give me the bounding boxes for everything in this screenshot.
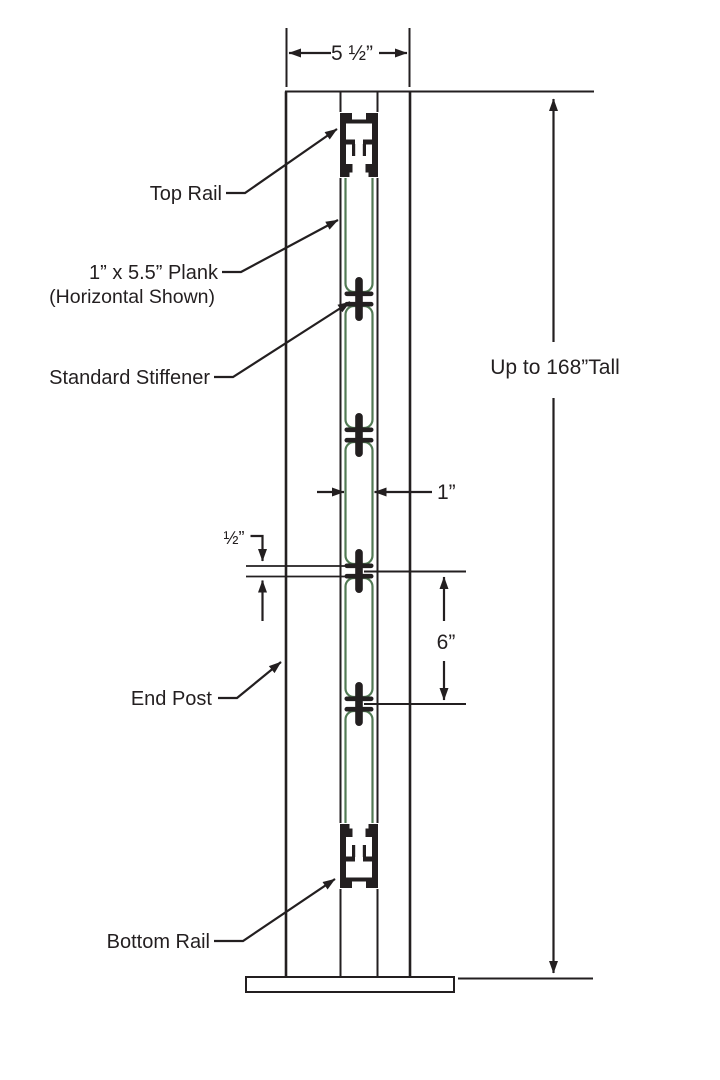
- plank-label-line2: (Horizontal Shown): [49, 286, 215, 308]
- top-rail-leader: [226, 128, 338, 195]
- stiffener-3: [344, 549, 374, 593]
- plank-label-line1: 1” x 5.5” Plank: [89, 262, 219, 284]
- bottom-rail-leader: [214, 878, 336, 943]
- top-rail-label: Top Rail: [150, 183, 222, 205]
- width-dimension-text: 5 ½”: [331, 42, 373, 65]
- callout-labels: Top Rail 1” x 5.5” Plank (Horizontal Sho…: [49, 183, 222, 953]
- height-dimension-text: Up to 168”Tall: [490, 356, 620, 379]
- callout-leaders: [214, 128, 351, 943]
- stiffener-2: [344, 413, 374, 457]
- base-plate: [245, 976, 455, 993]
- width-dimension: 5 ½”: [285, 28, 411, 87]
- plank-sections: [344, 158, 374, 847]
- top-rail-profile: [339, 112, 379, 178]
- spacing-dimension: 6”: [364, 570, 466, 705]
- gap-dimension-text: ½”: [223, 528, 244, 548]
- plank-thickness-dimension: 1”: [317, 481, 456, 504]
- height-dimension: Up to 168”Tall: [458, 98, 620, 980]
- stiffener-leader: [214, 301, 351, 379]
- plank-leader: [222, 219, 339, 274]
- bottom-rail-label: Bottom Rail: [107, 931, 210, 953]
- stiffener-label: Standard Stiffener: [49, 367, 210, 389]
- plank-segment-2: [344, 304, 374, 430]
- gap-arrow-down: [250, 534, 267, 562]
- stiffener-4: [344, 682, 374, 726]
- plank-segment-1: [344, 158, 374, 294]
- plank-segment-4: [344, 576, 374, 699]
- bottom-rail-profile: [339, 823, 379, 889]
- stiffeners: [344, 277, 374, 726]
- spacing-dimension-text: 6”: [437, 631, 456, 654]
- end-post-leader: [218, 661, 282, 700]
- gap-dimension: ½”: [223, 528, 352, 621]
- thickness-dimension-text: 1”: [437, 481, 456, 504]
- stiffener-1: [344, 277, 374, 321]
- plank-segment-3: [344, 440, 374, 566]
- end-post-label: End Post: [131, 688, 213, 710]
- end-post-outline: [245, 90, 594, 993]
